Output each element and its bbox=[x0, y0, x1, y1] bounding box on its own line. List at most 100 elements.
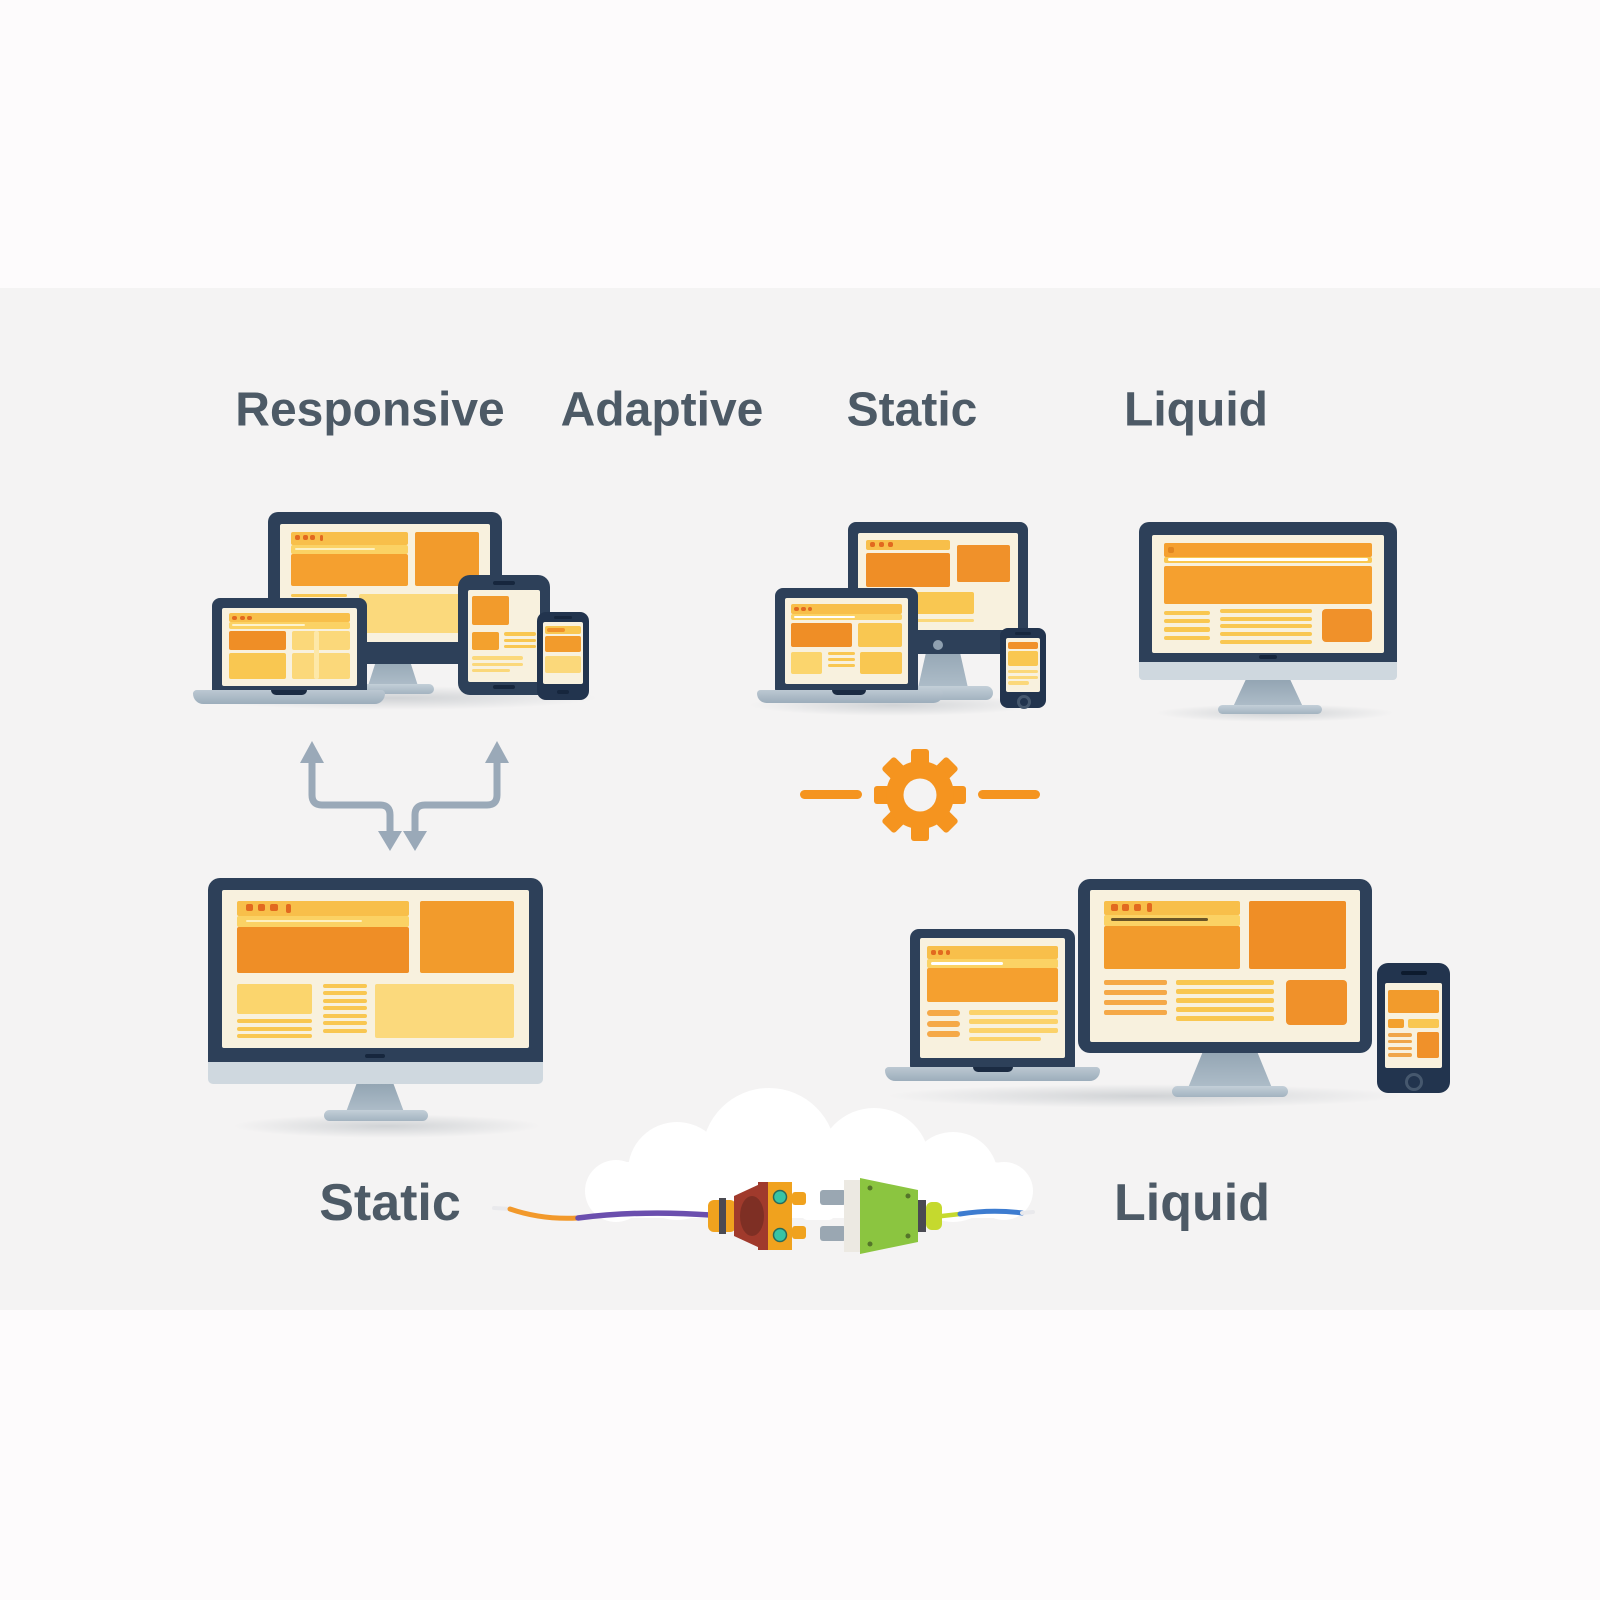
smartphone bbox=[537, 612, 589, 700]
mockup-block bbox=[794, 615, 856, 618]
mockup-block bbox=[237, 1026, 312, 1031]
webpage-mockup bbox=[866, 539, 1010, 624]
mockup-block bbox=[1218, 705, 1322, 714]
mockup-block bbox=[1167, 558, 1369, 562]
webpage-mockup bbox=[545, 626, 581, 680]
mockup-block bbox=[927, 1010, 960, 1017]
monitor bbox=[208, 878, 543, 1062]
mockup-block bbox=[1387, 990, 1440, 1013]
label-static-bottom: Static bbox=[319, 1174, 461, 1232]
label-liquid-top: Liquid bbox=[1124, 383, 1268, 437]
mockup-block bbox=[237, 927, 409, 973]
mockup-block bbox=[927, 1030, 960, 1038]
mockup-block bbox=[1139, 662, 1397, 680]
mockup-block bbox=[933, 640, 943, 650]
mockup-block bbox=[545, 636, 581, 653]
mockup-block bbox=[1103, 925, 1240, 970]
mockup-block bbox=[1122, 903, 1130, 911]
laptop-base bbox=[885, 1067, 1100, 1081]
webpage-mockup bbox=[228, 613, 351, 681]
mockup-block bbox=[295, 535, 300, 541]
mockup-block bbox=[245, 904, 253, 912]
mockup-block bbox=[471, 596, 510, 626]
mockup-block bbox=[302, 535, 308, 541]
monitor bbox=[848, 522, 1028, 654]
mockup-block bbox=[1405, 1073, 1423, 1091]
mockup-block bbox=[1416, 1031, 1440, 1059]
mockup-block bbox=[772, 1227, 788, 1243]
mockup-block bbox=[969, 1018, 1058, 1024]
mockup-block bbox=[903, 778, 937, 812]
fork-arrows-icon bbox=[300, 741, 509, 851]
mockup-block bbox=[866, 553, 950, 588]
mockup-block bbox=[237, 1019, 312, 1024]
monitor bbox=[1139, 522, 1397, 662]
mockup-block bbox=[290, 532, 408, 545]
mockup-block bbox=[322, 1006, 368, 1011]
mockup-block bbox=[471, 656, 524, 660]
mockup-block bbox=[740, 1196, 764, 1236]
mockup-block bbox=[322, 1028, 368, 1033]
mockup-block bbox=[1387, 1018, 1405, 1029]
mockup-block bbox=[239, 615, 245, 620]
mockup-block bbox=[1163, 543, 1373, 557]
mockup-block bbox=[905, 1233, 911, 1239]
mockup-block bbox=[1219, 624, 1312, 629]
mockup-block bbox=[918, 1200, 926, 1232]
mockup-block bbox=[1007, 675, 1039, 679]
mockup-block bbox=[232, 615, 238, 620]
mockup-block bbox=[1233, 680, 1303, 707]
mockup-block bbox=[1017, 695, 1031, 709]
mockup-block bbox=[493, 581, 515, 585]
mockup-block bbox=[870, 542, 876, 548]
mockup-block bbox=[885, 1084, 1405, 1108]
mockup-block bbox=[290, 593, 348, 597]
webpage-mockup bbox=[1103, 900, 1347, 1033]
mockup-block bbox=[1176, 997, 1274, 1003]
mockup-block bbox=[956, 544, 1010, 582]
mockup-block bbox=[322, 998, 368, 1003]
tablet bbox=[458, 575, 550, 695]
mockup-block bbox=[208, 1062, 543, 1084]
label-responsive: Responsive bbox=[235, 383, 505, 437]
webpage-mockup bbox=[237, 901, 514, 1039]
webpage-mockup bbox=[1387, 989, 1440, 1063]
mockup-block bbox=[228, 613, 351, 623]
mockup-block bbox=[719, 1198, 726, 1234]
monitor-screen bbox=[1090, 890, 1360, 1042]
mockup-block bbox=[228, 631, 286, 651]
mockup-block bbox=[969, 1010, 1058, 1015]
mockup-block bbox=[827, 651, 856, 655]
mockup-block bbox=[1387, 1046, 1413, 1050]
laptop bbox=[910, 929, 1075, 1069]
mockup-block bbox=[918, 648, 968, 688]
webpage-mockup bbox=[791, 604, 902, 679]
mockup-block bbox=[791, 604, 902, 614]
mockup-block bbox=[1163, 619, 1210, 624]
mockup-block bbox=[945, 949, 951, 956]
mockup-block bbox=[1103, 979, 1167, 985]
mockup-block bbox=[1285, 979, 1347, 1025]
webpage-mockup bbox=[1007, 641, 1039, 689]
mockup-block bbox=[485, 741, 509, 763]
mockup-block bbox=[1176, 1006, 1274, 1012]
mockup-block bbox=[844, 1180, 860, 1252]
mockup-block bbox=[1007, 651, 1039, 667]
mockup-block bbox=[931, 961, 1003, 965]
label-static-top: Static bbox=[846, 383, 978, 437]
mockup-block bbox=[794, 606, 799, 612]
laptop bbox=[212, 598, 367, 694]
mockup-block bbox=[1172, 1086, 1288, 1097]
plug-right-icon bbox=[820, 1190, 846, 1205]
mockup-block bbox=[1020, 1210, 1035, 1215]
mockup-block bbox=[308, 755, 394, 839]
mockup-block bbox=[245, 919, 362, 923]
mockup-block bbox=[1219, 632, 1312, 637]
mockup-block bbox=[1007, 681, 1030, 685]
monitor-screen bbox=[280, 524, 490, 642]
mockup-block bbox=[271, 690, 307, 695]
mockup-block bbox=[600, 1162, 1020, 1218]
mockup-block bbox=[1163, 627, 1210, 632]
mockup-block bbox=[350, 684, 434, 694]
mockup-block bbox=[313, 631, 319, 679]
